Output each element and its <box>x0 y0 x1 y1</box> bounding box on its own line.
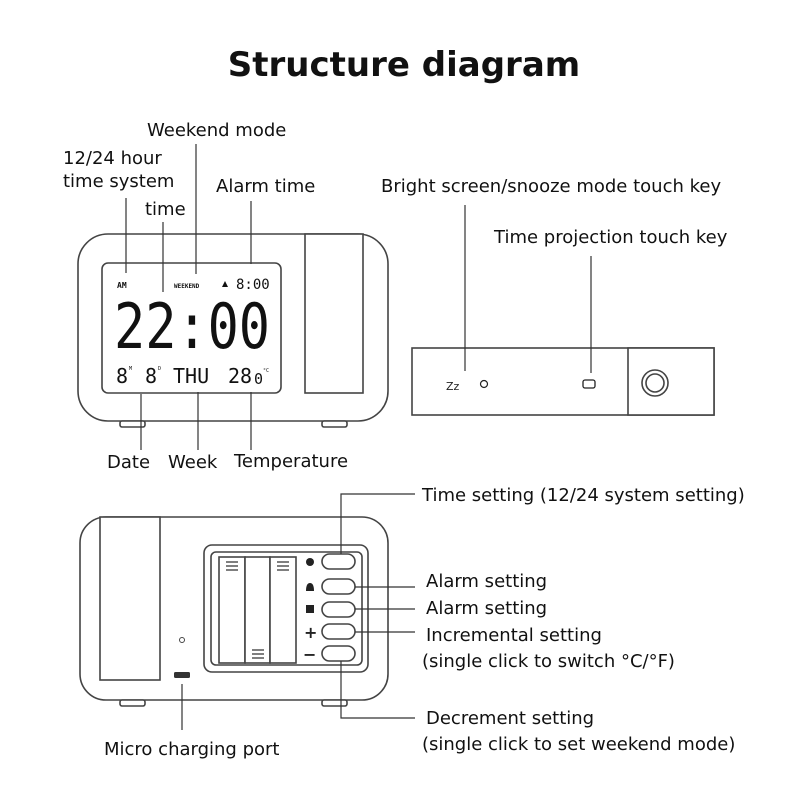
lcd-temp-unit: °C <box>263 368 269 374</box>
projector-end <box>627 347 715 416</box>
label-weekend-mode: Weekend mode <box>147 120 286 141</box>
label-alarm-time: Alarm time <box>216 176 315 197</box>
label-hour-system-2: time system <box>63 171 174 192</box>
label-week: Week <box>168 452 218 473</box>
back-foot-right <box>321 699 348 707</box>
snooze-key-icon[interactable]: Zz <box>446 380 460 393</box>
top-view-clock: Zz <box>411 205 715 416</box>
lcd-alarm-time: 8:00 <box>236 277 270 293</box>
lcd-screen <box>101 262 282 394</box>
foot-left <box>119 420 146 428</box>
battery-slot-2 <box>244 556 271 664</box>
label-decrement-1: Decrement setting <box>426 708 594 729</box>
lcd-month: 8 <box>116 364 128 388</box>
bulb-icon <box>479 379 489 389</box>
projection-key-icon[interactable] <box>582 379 596 389</box>
bell-icon <box>222 281 228 287</box>
back-projector <box>99 516 161 681</box>
label-time-setting: Time setting (12/24 system setting) <box>421 485 745 506</box>
front-view-clock: AM WEEKEND 8:00 22:00 8 M 8 D THU 28 0 °… <box>77 144 389 450</box>
lcd-month-unit: M <box>129 366 132 372</box>
label-snooze-key: Bright screen/snooze mode touch key <box>381 176 721 197</box>
foot-right <box>321 420 348 428</box>
label-temperature: Temperature <box>233 451 348 472</box>
projector-lens-inner <box>645 373 665 393</box>
battery-slot-3 <box>269 556 297 664</box>
micro-usb-port[interactable] <box>174 672 190 678</box>
plus-icon: + <box>304 623 317 642</box>
alarm-bell-icon <box>306 583 314 591</box>
decrement-button[interactable] <box>321 645 356 662</box>
increment-button[interactable] <box>321 623 356 640</box>
back-view-clock: + − <box>79 493 415 730</box>
label-incremental-2: (single click to switch °C/°F) <box>422 651 675 672</box>
diagram-title: Structure diagram <box>228 45 580 85</box>
label-hour-system-1: 12/24 hour <box>63 148 162 169</box>
indicator-hole <box>179 637 185 643</box>
label-time: time <box>145 199 186 220</box>
time-setting-button[interactable] <box>321 553 356 570</box>
label-projection-key: Time projection touch key <box>493 227 728 248</box>
lcd-weekday: THU <box>173 364 209 388</box>
alarm-setting-button-2[interactable] <box>321 601 356 618</box>
label-date: Date <box>107 452 150 473</box>
lcd-main-time: 22:00 <box>114 290 270 363</box>
label-micro-port: Micro charging port <box>104 739 279 760</box>
lcd-am: AM <box>117 281 127 290</box>
snooze-icon <box>306 605 314 613</box>
lcd-day-unit: D <box>158 366 161 372</box>
label-incremental-1: Incremental setting <box>426 625 602 646</box>
battery-slot-1 <box>218 556 246 664</box>
lcd-temp-decimal: 0 <box>254 370 263 388</box>
lcd-weekend: WEEKEND <box>174 283 200 290</box>
minus-icon: − <box>303 645 316 664</box>
lcd-day: 8 <box>145 364 157 388</box>
clock-icon <box>306 558 314 566</box>
label-decrement-2: (single click to set weekend mode) <box>422 734 735 755</box>
projector-panel <box>304 233 364 394</box>
label-alarm-setting-2: Alarm setting <box>426 598 547 619</box>
lcd-temp: 28 <box>228 364 252 388</box>
back-foot-left <box>119 699 146 707</box>
label-alarm-setting-1: Alarm setting <box>426 571 547 592</box>
alarm-setting-button-1[interactable] <box>321 578 356 595</box>
